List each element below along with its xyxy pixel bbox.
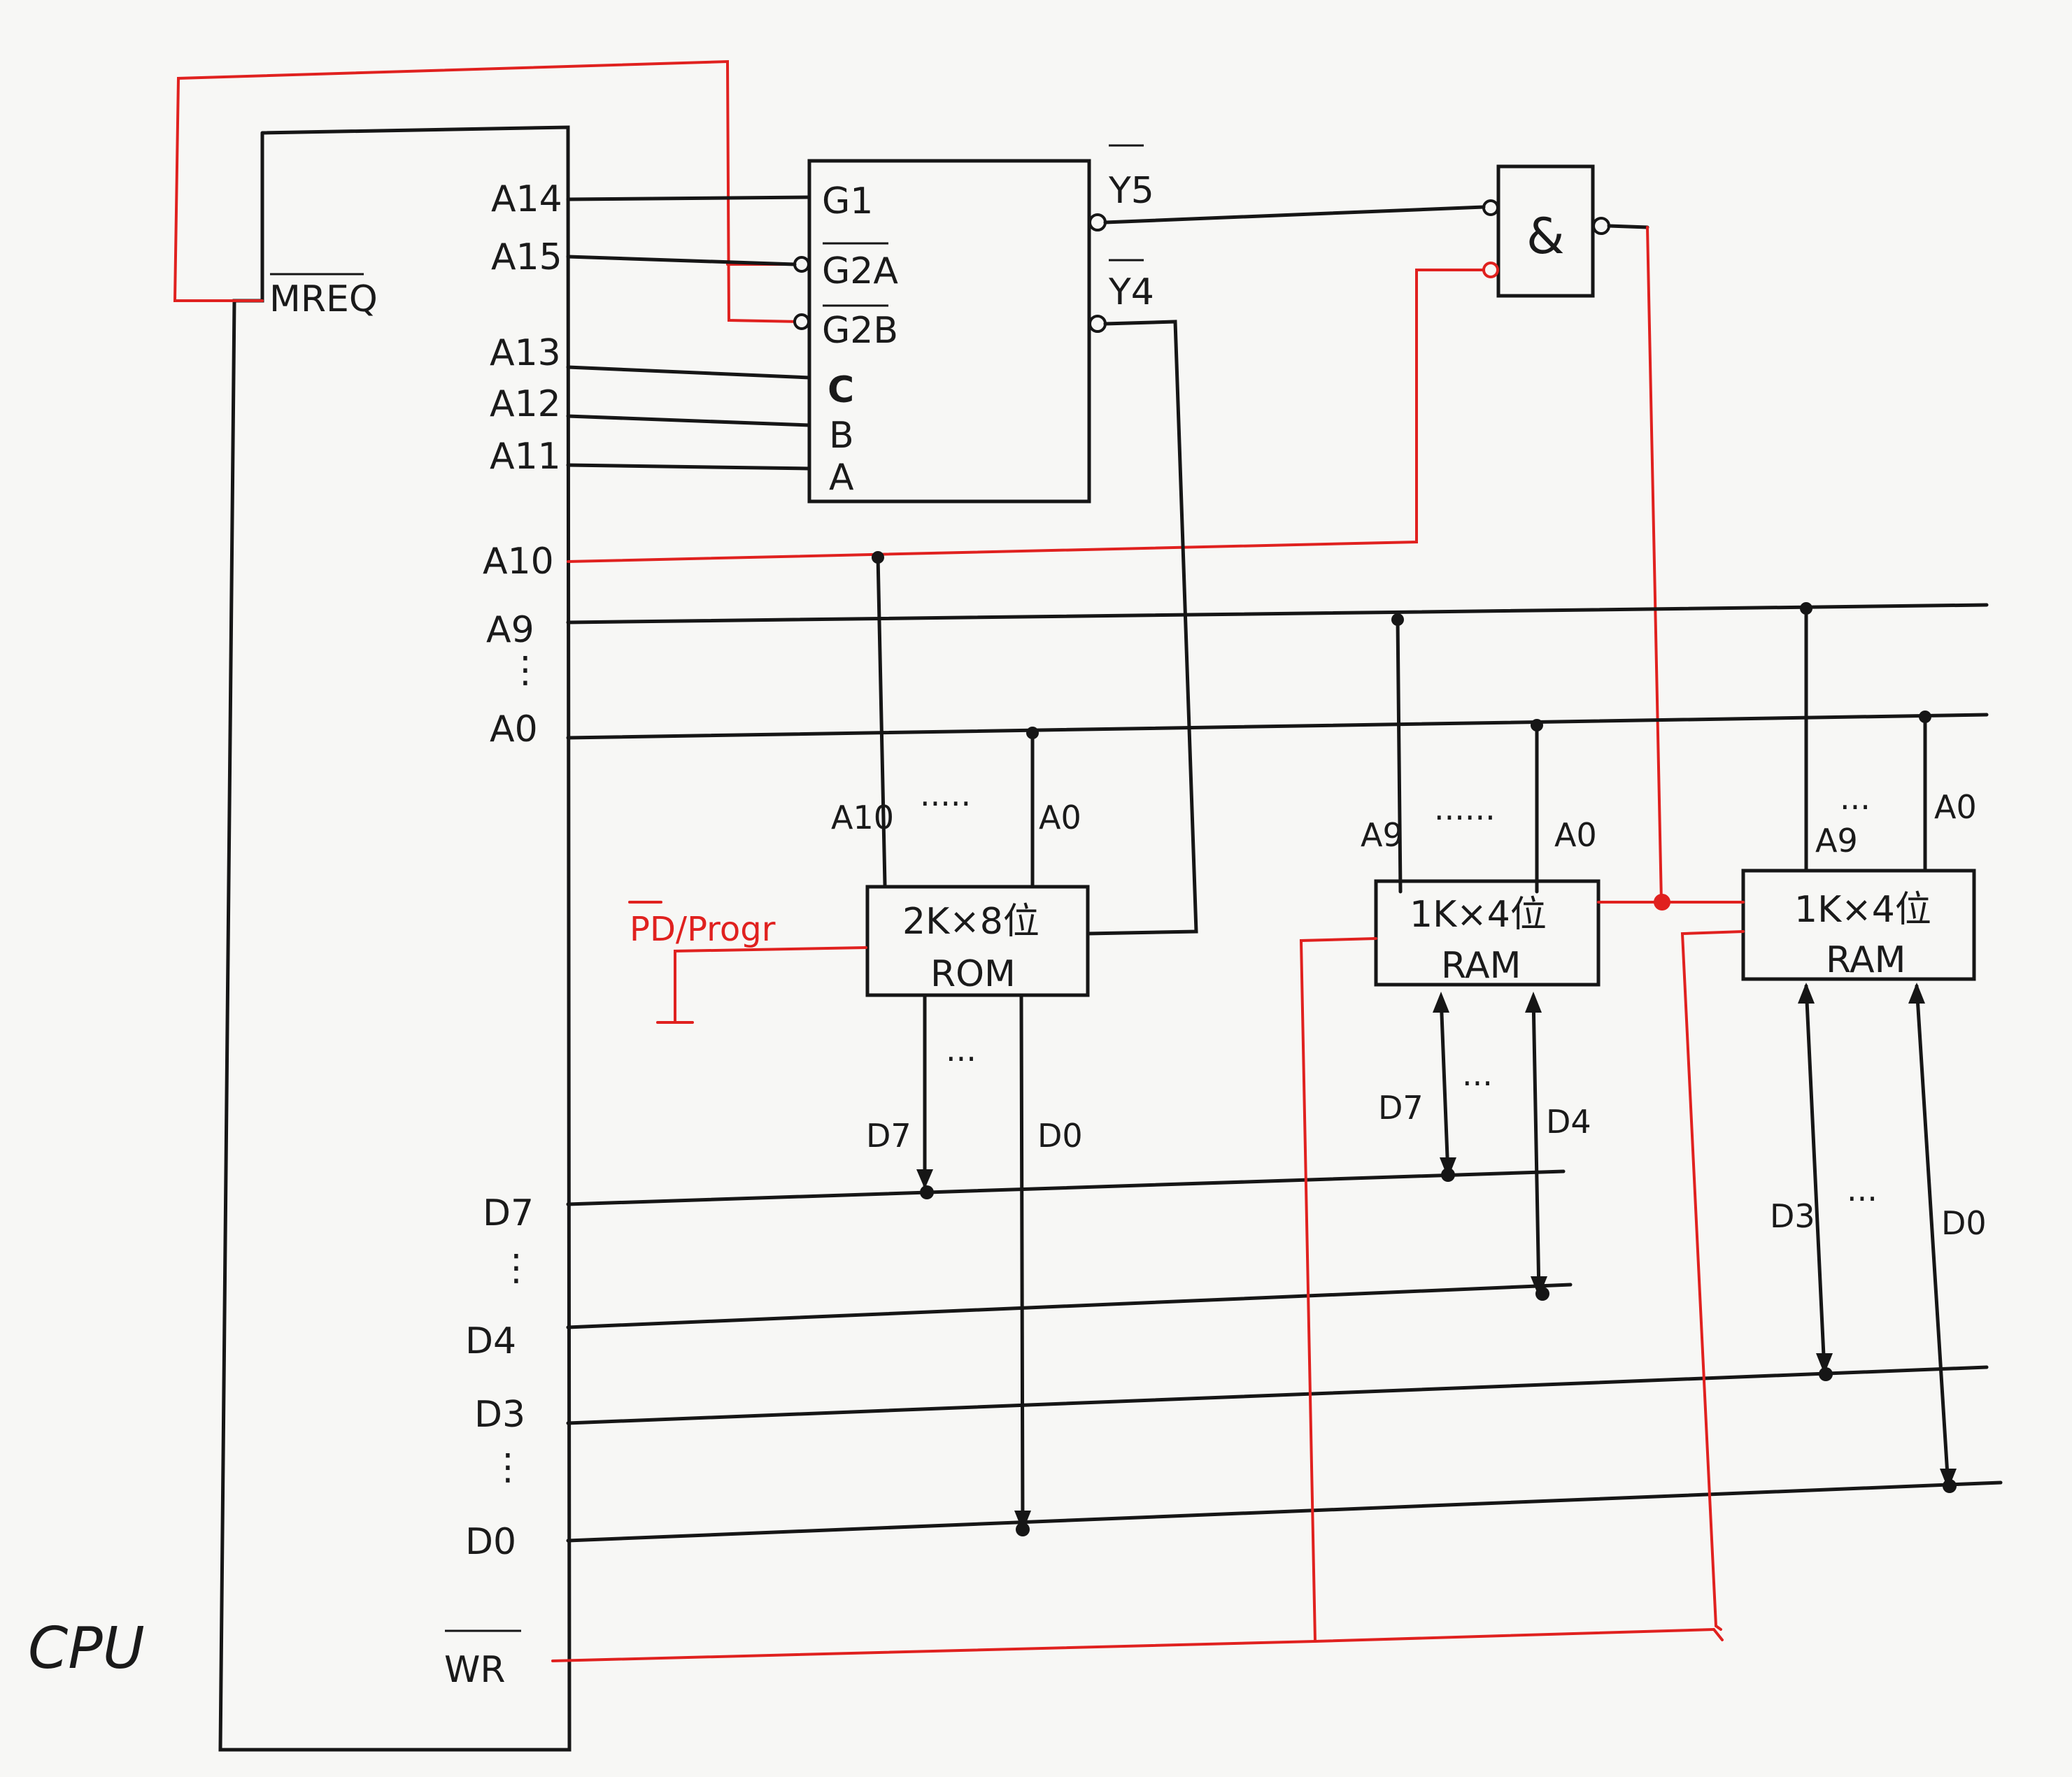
mreq-wire [173,59,802,323]
pin-a0-label: A0 [490,708,538,750]
d7-bus [566,1169,1566,1206]
decoder-a-label: A [829,457,854,499]
ram1-type: RAM [1441,945,1521,987]
rom-data-hi: D7 [866,1117,911,1155]
rom-data-lo: D0 [1037,1117,1083,1155]
rom-data-dots: ··· [946,1040,977,1078]
ram2-data-hi: D3 [1770,1197,1815,1235]
decoder-g1-label: G1 [822,180,873,222]
rom-capacity: 2K×8位 [902,901,1039,943]
a0-bus [566,713,1989,740]
pin-dots-d2: ⋮ [490,1446,526,1488]
ram1-capacity: 1K×4位 [1410,894,1547,936]
decoder-g2a-label: G2A [822,250,898,292]
nand-gate: & [1482,164,1610,298]
ram2-type: RAM [1826,939,1906,981]
pin-a12-label: A12 [490,383,561,425]
cpu-pin-labels: A14 A15 MREQ A13 A12 A11 A10 A9 ⋮ A0 D7 … [269,178,562,1691]
pin-mreq-label: MREQ [269,278,378,320]
rom-addr-hi: A10 [831,799,894,836]
ram2-data-dots: ··· [1847,1180,1878,1218]
ram1-we-wire [1299,937,1377,1643]
decoder-b-label: B [829,415,854,457]
ram2-addr-hi: A9 [1815,822,1858,859]
ram2-addr-dots: ··· [1840,788,1871,826]
d0-bus [566,1480,2003,1543]
nand-in2-bubble [1482,262,1499,278]
ram2-chip: 1K×4位 RAM A9 ··· A0 D3 ··· D0 [1741,788,1987,1242]
pin-d0-label: D0 [465,1521,516,1563]
pin-a9-label: A9 [486,609,534,651]
rom-addr-dots: ····· [920,785,971,822]
pin-dots-a: ⋮ [507,649,544,691]
cpu-block: CPU [28,125,572,1752]
decoder-g2b-label: G2B [822,310,898,352]
pin-a15-label: A15 [491,236,562,278]
rom-pd-label: PD/Progr [630,910,776,949]
ram1-addr-dots: ······ [1434,799,1496,836]
rom-type: ROM [930,953,1016,995]
decoder-y5-label: Y5 [1108,170,1154,212]
pin-d4-label: D4 [465,1320,516,1362]
decoder-74138: G1 G2A G2B C B A Y5 Y4 [793,144,1154,504]
ram1-data-lo: D4 [1546,1103,1591,1141]
pin-a13-label: A13 [490,332,561,374]
decoder-c-label: C [828,369,854,411]
y5-wire [1103,205,1486,224]
pin-a10-label: A10 [483,541,554,583]
y4-wire [1086,320,1198,936]
cpu-label: CPU [28,1615,145,1682]
rom-addr-lo: A0 [1039,799,1081,836]
ram1-addr-lo: A0 [1554,816,1597,854]
pd-ground-wire [674,946,867,1022]
nand-cs-wire [1646,226,1663,904]
pin-a14-label: A14 [491,178,562,220]
ram2-capacity: 1K×4位 [1794,889,1931,931]
nand-out-wire [1607,224,1649,229]
ram1-data-hi: D7 [1378,1089,1424,1127]
y4-bubble [1088,315,1107,333]
rom-chip: 2K×8位 ROM A10 ····· A0 ··· D7 D0 PD/Prog… [628,785,1090,1155]
nand-in1-bubble [1482,199,1499,216]
wr-wire [551,1628,1715,1662]
decoder-y4-label: Y4 [1108,271,1154,313]
ram2-addr-lo: A0 [1934,788,1977,826]
pin-d7-label: D7 [483,1192,534,1234]
y5-bubble [1088,213,1107,231]
ram1-chip: 1K×4位 RAM A9 ······ A0 D7 ··· D4 [1361,799,1601,1141]
pin-a11-label: A11 [490,436,561,478]
ram2-we-wire [1680,930,1745,1631]
g2a-bubble [793,256,810,273]
cs-junction [1654,894,1670,911]
nand-symbol: & [1526,208,1565,265]
pin-d3-label: D3 [474,1394,525,1436]
ram1-addr-hi: A9 [1361,816,1403,854]
a10-red-wire [567,269,1485,563]
pin-dots-d1: ⋮ [498,1247,534,1289]
d3-bus [566,1365,1989,1425]
g2b-bubble [793,313,810,330]
decoder-input-wires [566,195,811,471]
nand-out-bubble [1592,217,1610,235]
d4-bus [566,1283,1573,1329]
ram1-data-dots: ··· [1462,1064,1493,1102]
a9-bus [566,603,1989,625]
ram2-data-lo: D0 [1941,1204,1987,1242]
pin-wr-label: WR [444,1649,506,1691]
